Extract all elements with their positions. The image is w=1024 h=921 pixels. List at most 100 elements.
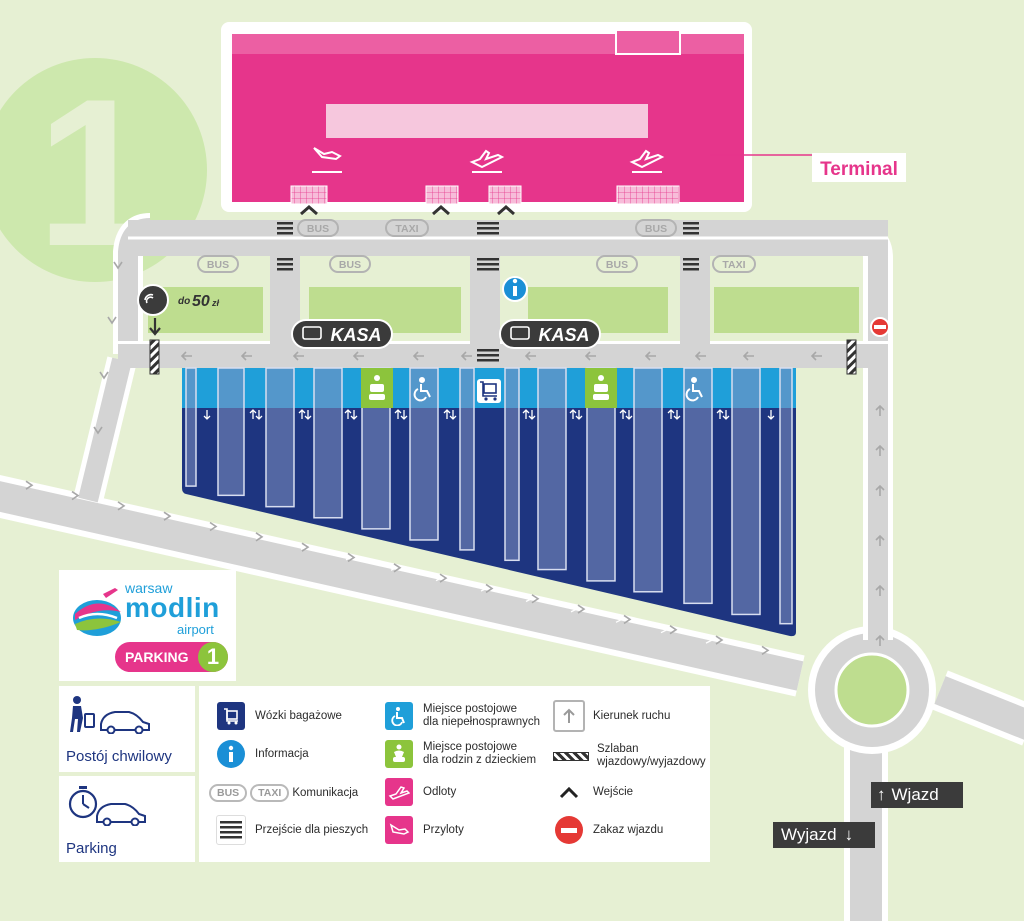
fee-amount: 50 [192,293,210,310]
family-icon [369,375,385,400]
arrow-up-icon [875,584,885,596]
arrow-right-icon [301,542,310,552]
arrow-right-icon [390,563,399,571]
arrow-right-icon [117,501,126,511]
arrow-up-icon [875,484,885,496]
legend-luggage-carts: Wózki bagażowe [215,702,342,730]
arrow-down-icon [767,410,775,420]
parking-row [537,367,567,571]
arrow-right-icon [705,636,714,644]
parking-badge: PARKING 1 [115,642,228,672]
fee-prefix: do [178,296,190,307]
arrow-left-icon [412,351,424,361]
legend-traffic-direction: Kierunek ruchu [553,700,670,732]
parking-row [459,367,475,551]
arrow-left-icon [694,351,706,361]
entry-sign-label: Wjazd [891,785,939,804]
arrow-right-icon [623,614,632,625]
arrow-up-down-icon [569,409,583,420]
contactless-payment-icon [137,284,169,316]
legend-information: Informacja [215,740,309,768]
arrow-right-icon [577,604,586,614]
family-icon [385,740,413,768]
legend-transport: BUS TAXI Komunikacja [209,784,358,802]
lawn [714,287,859,333]
crossing-group [277,222,699,362]
arrow-left-icon [584,351,596,361]
arrow-right-icon [393,563,402,573]
fee-unit: zł [211,298,220,308]
roundabout-lawn [834,652,910,728]
main-road [0,481,804,691]
barrier [846,339,857,375]
arrow-up-down-icon [298,409,312,420]
logo-warsaw: warsaw [125,580,173,596]
arrow-left-icon [810,351,822,361]
departures-icon [385,778,413,806]
arrow-down-icon [203,410,211,420]
arrow-down-icon [149,318,161,336]
arrow-down-icon [93,426,103,435]
parking-row [185,367,197,487]
svg-text:BUS: BUS [307,223,329,235]
gate [616,185,680,205]
chevron-up-icon [555,778,583,806]
parking-badge-label: PARKING [125,649,189,665]
legend-entrance: Wejście [553,778,633,806]
cashier-label: KASA [330,325,381,345]
svg-text:TAXI: TAXI [722,259,745,271]
arrow-left-icon [742,351,754,361]
arrow-up-icon [875,534,885,546]
arrow-right-icon [715,635,724,645]
barrier-icon [553,751,589,761]
arrivals-icon [385,816,413,844]
cashier-label: KASA [538,325,589,345]
arrow-right-icon [485,583,494,594]
arrow-right-icon [615,615,624,623]
terminal-hall [326,104,648,138]
parking-access-road [118,344,888,368]
parking-clock-icon [68,786,146,826]
arrow-down-icon [107,316,117,325]
ticket-machine-icon [302,326,322,340]
legend-no-entry: Zakaz wjazdu [553,816,663,844]
arrow-up-down-icon [619,409,633,420]
luggage-cart-icon [217,702,245,730]
gate [425,185,459,205]
arrow-left-icon [240,351,252,361]
family-icon [593,375,609,400]
parking-row [504,367,520,562]
arrow-up-down-icon [522,409,536,420]
arrow-right-icon [660,626,669,634]
arrow-down-icon: ↓ [844,825,854,844]
arrow-right-icon [71,490,80,501]
parking-badge-number: 1 [198,642,228,672]
svg-text:BUS: BUS [645,223,667,235]
arrow-down-icon [113,261,123,270]
gate [488,185,522,205]
short-stay-label: Postój chwilowy [66,748,172,765]
arrow-right-icon [435,574,444,582]
legend: Wózki bagażowe Informacja BUS TAXI Komun… [199,686,710,862]
logo-box: warsaw modlin airport PARKING 1 [59,570,236,681]
arrow-left-icon [292,351,304,361]
parking-row [683,367,713,605]
short-stay-icon [70,696,150,734]
short-stay-box: Postój chwilowy [59,686,195,772]
parking-box: Parking [59,776,195,862]
parking-row [731,367,761,616]
arrow-left-icon [460,351,472,361]
wheelchair-icon [685,377,703,402]
arrow-left-icon [180,351,192,361]
arrow-up-down-icon [667,409,681,420]
gate [290,185,328,205]
terminal-label: Terminal [820,159,898,180]
parking-row [265,367,295,508]
wheelchair-icon [385,702,413,730]
arrow-right-icon [163,511,172,521]
arrow-right-icon [255,532,264,542]
legend-arrivals: Przyloty [383,816,464,844]
barrier [149,339,160,375]
ticket-machine-icon [510,326,530,340]
